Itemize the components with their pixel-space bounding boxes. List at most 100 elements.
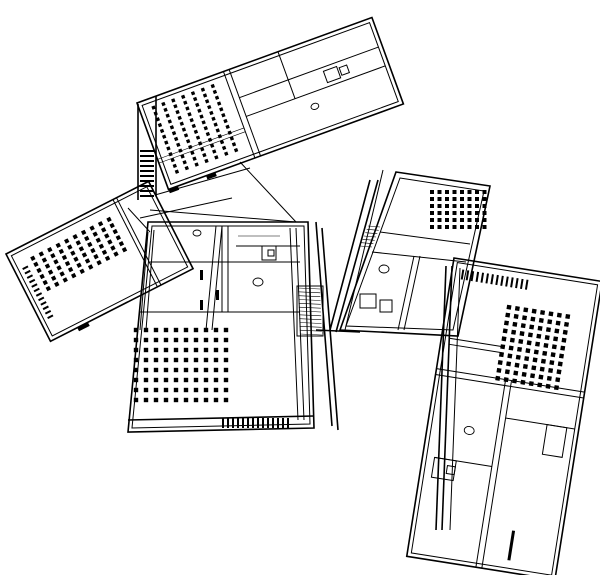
column bbox=[475, 218, 479, 222]
column bbox=[183, 397, 189, 403]
column bbox=[121, 247, 128, 253]
column bbox=[537, 325, 543, 331]
column bbox=[161, 134, 167, 139]
column bbox=[81, 252, 88, 258]
column bbox=[543, 342, 549, 348]
wall bbox=[246, 65, 386, 117]
stair-rail bbox=[289, 227, 299, 421]
column bbox=[195, 135, 201, 140]
column bbox=[70, 250, 76, 256]
wall-segment bbox=[77, 322, 90, 332]
column bbox=[233, 147, 239, 153]
column bbox=[561, 337, 567, 343]
column bbox=[445, 197, 449, 201]
column bbox=[223, 327, 229, 333]
stair-tread bbox=[298, 306, 321, 309]
column bbox=[153, 397, 159, 403]
column bbox=[511, 378, 518, 384]
column bbox=[527, 332, 533, 338]
column bbox=[203, 357, 209, 363]
hatch-bar bbox=[35, 292, 43, 297]
column bbox=[509, 337, 515, 343]
column bbox=[173, 357, 179, 363]
hatch-bar bbox=[140, 195, 154, 197]
wall bbox=[228, 69, 262, 157]
column bbox=[503, 377, 509, 383]
column bbox=[171, 130, 177, 136]
column bbox=[193, 367, 199, 373]
column bbox=[193, 347, 199, 353]
column bbox=[73, 256, 79, 262]
column bbox=[529, 324, 535, 330]
column bbox=[107, 239, 113, 245]
column bbox=[75, 240, 81, 246]
column bbox=[164, 140, 169, 145]
stair-tread bbox=[366, 229, 379, 231]
column bbox=[223, 397, 229, 403]
hatch-bar bbox=[287, 418, 289, 428]
column bbox=[177, 115, 182, 121]
hatch-bar bbox=[480, 272, 485, 283]
plan-center bbox=[127, 221, 339, 433]
plan-inner-outline bbox=[345, 177, 485, 331]
column bbox=[445, 204, 449, 208]
column bbox=[175, 109, 180, 115]
round-opening bbox=[252, 277, 264, 287]
column bbox=[505, 312, 511, 318]
column bbox=[445, 211, 449, 215]
hatch-bar bbox=[495, 274, 499, 286]
round-opening bbox=[192, 229, 202, 237]
column bbox=[482, 218, 487, 222]
column bbox=[514, 306, 520, 312]
column bbox=[133, 397, 139, 403]
column bbox=[225, 124, 230, 130]
column bbox=[106, 216, 112, 223]
column bbox=[104, 255, 111, 262]
column bbox=[179, 121, 184, 126]
column bbox=[207, 104, 212, 110]
column bbox=[565, 313, 571, 320]
column bbox=[213, 367, 219, 373]
hatch-bar bbox=[267, 418, 269, 428]
column bbox=[475, 204, 479, 208]
column bbox=[97, 221, 104, 227]
column bbox=[173, 104, 178, 109]
column bbox=[219, 139, 225, 145]
column bbox=[42, 279, 48, 286]
column bbox=[56, 265, 62, 271]
stair-tread bbox=[297, 287, 321, 290]
column bbox=[219, 107, 224, 112]
column bbox=[109, 222, 115, 229]
hatch-bar bbox=[277, 418, 279, 428]
column bbox=[460, 218, 464, 222]
column bbox=[467, 218, 472, 222]
column bbox=[61, 254, 68, 261]
column bbox=[185, 139, 191, 144]
column bbox=[430, 225, 434, 229]
column bbox=[520, 379, 526, 385]
column bbox=[536, 333, 542, 339]
hatch-bar bbox=[505, 276, 509, 287]
wall bbox=[449, 337, 505, 348]
column bbox=[50, 275, 57, 281]
column bbox=[163, 397, 169, 403]
column bbox=[151, 105, 156, 110]
column bbox=[514, 362, 520, 368]
column bbox=[496, 367, 502, 373]
hatch-bar bbox=[33, 287, 40, 293]
hatch-bar bbox=[140, 155, 154, 157]
hatch-bar bbox=[465, 270, 470, 281]
column-grid bbox=[133, 327, 229, 403]
column bbox=[59, 271, 65, 277]
column bbox=[192, 96, 198, 102]
column bbox=[169, 125, 175, 130]
column bbox=[173, 397, 179, 403]
column bbox=[171, 98, 176, 103]
column bbox=[163, 387, 169, 393]
column bbox=[143, 397, 149, 403]
column bbox=[437, 197, 442, 201]
column bbox=[112, 228, 118, 235]
column bbox=[513, 370, 519, 376]
column bbox=[192, 156, 197, 161]
